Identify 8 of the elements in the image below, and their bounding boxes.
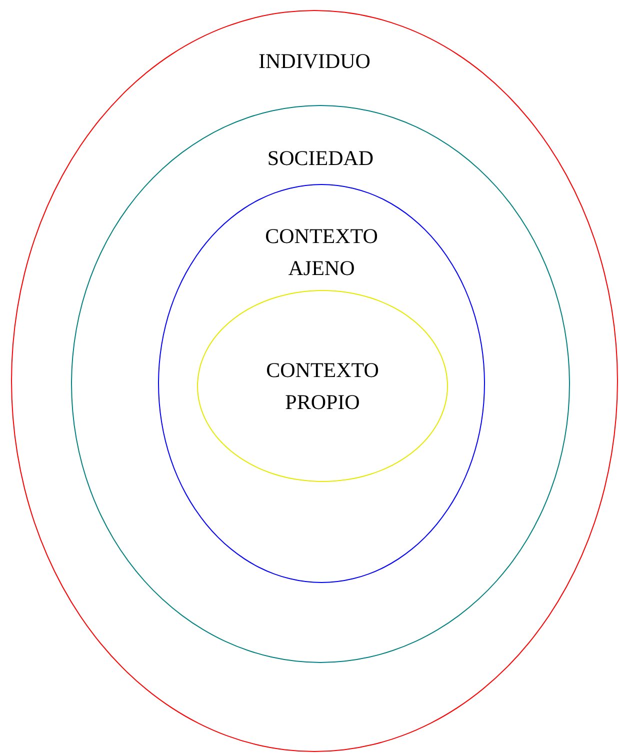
ellipse-region (71, 105, 570, 663)
ellipse-region (197, 290, 448, 482)
ellipse-region (158, 184, 485, 583)
region-label: CONTEXTO PROPIO (265, 357, 380, 416)
ellipse-region (11, 10, 618, 752)
region-label: CONTEXTO AJENO (264, 223, 379, 282)
region-label: INDIVIDUO (258, 48, 372, 75)
region-label: SOCIEDAD (266, 145, 375, 172)
